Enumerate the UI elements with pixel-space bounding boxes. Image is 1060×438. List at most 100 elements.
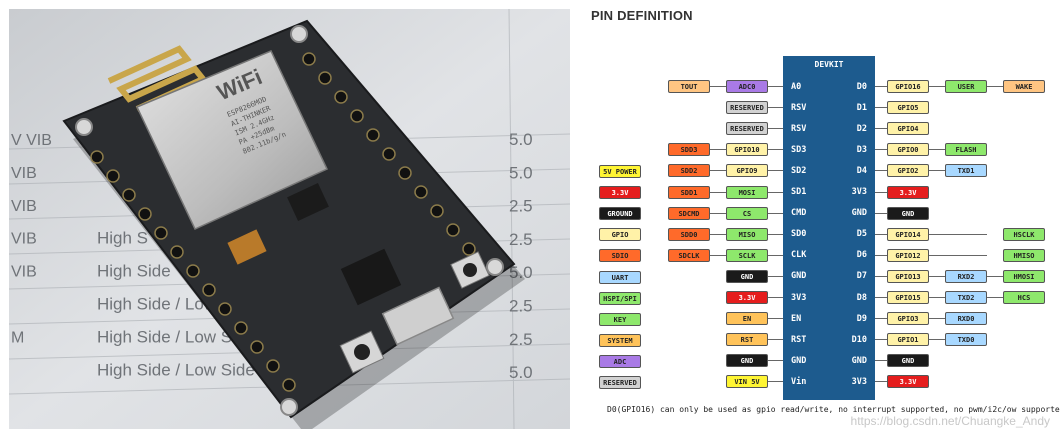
pin-function-tag: GND [726,269,768,283]
connector-line [768,128,783,130]
pin-label-right: D1 [856,102,867,113]
pin-function-tag: TOUT [668,80,710,93]
pin-function-tag: SDD1 [668,185,710,199]
pin-label-left: GND [791,271,807,282]
pin-function-tag: GPIO1 [887,333,929,347]
pin-function-tag: RXD0 [945,312,987,326]
pin-label-left: Vin [791,376,807,387]
paper-text-mid: High Side / Low Side [97,360,255,379]
legend-item: RESERVED [599,376,641,389]
pin-function-tag: RESERVED [726,122,768,136]
pin-function-tag: GPIO10 [726,143,768,157]
pin-function-tag: GND [887,354,929,368]
pin-function-tag: TXD1 [945,164,987,178]
pin-function-tag: SCLK [726,248,768,262]
pin-label-right: D9 [856,313,867,324]
pin-label-right: GND [851,355,867,366]
pin-function-tag: GPIO5 [887,101,929,115]
pin-function-tag: HCS [1003,291,1045,304]
connector-line [875,254,987,256]
pin-function-tag: GPIO12 [887,248,929,262]
regulator-chip [287,183,329,221]
pin-label-left: SD2 [791,165,807,176]
pin-function-tag: WAKE [1003,80,1045,93]
paper-text-right: 2.5 [509,197,533,216]
pin-function-tag: GPIO15 [887,291,929,304]
watermark: https://blog.csdn.net/Chuangke_Andy [850,414,1050,428]
pin-function-tag: VIN 5V [726,375,768,389]
legend-item: GROUND [599,207,641,221]
pin-label-right: 3V3 [851,376,867,387]
pin-function-tag: TXD0 [945,333,987,347]
connector-line [875,318,987,320]
pin-function-tag: 3.3V [887,375,929,389]
pin-label-left: 3V3 [791,292,807,303]
pin-label-left: CLK [791,250,807,261]
pin-label-right: D6 [856,250,867,261]
paper-text-mid: High S [97,229,148,248]
pin-function-tag: 3.3V [887,185,929,199]
paper-text-left: VIB [11,198,37,215]
connector-line [768,275,783,277]
pin-function-tag: GPIO14 [887,227,929,241]
pin-label-left: SD3 [791,144,807,155]
pin-label-right: D10 [851,334,867,345]
pin-function-tag: GPIO13 [887,269,929,283]
pin-function-tag: ADC0 [726,80,768,93]
connector-line [768,339,783,341]
legend-item: UART [599,270,641,284]
pin-function-tag: GND [887,206,929,220]
devkit-label: DEVKIT [814,60,844,69]
pin-function-tag: SDCLK [668,248,710,262]
pin-label-right: D5 [856,229,867,240]
pin-label-left: CMD [791,208,807,219]
pin-label-left: RSV [791,123,807,134]
pin-label-left: RSV [791,102,807,113]
pin-label-left: A0 [791,81,802,92]
pin-function-tag: FLASH [945,143,987,157]
pin-function-tag: RESERVED [726,101,768,115]
legend-item: GPIO [599,228,641,242]
paper-text-right: 2.5 [509,330,533,349]
legend-item: HSPI/SPI [599,291,641,305]
paper-text-right: 5.0 [509,163,533,182]
diagram-title: PIN DEFINITION [591,8,693,23]
micro-usb-port [381,286,455,346]
pin-function-tag: GPIO0 [887,143,929,157]
paper-text-mid: High Side / Low [97,295,217,314]
pin-function-tag: SDD3 [668,143,710,157]
connector-line [768,318,783,320]
pin-function-tag: GPIO3 [887,312,929,326]
pin-function-tag: SDD2 [668,164,710,178]
pin-function-tag: USER [945,80,987,93]
pin-label-right: D7 [856,271,867,282]
antenna [107,45,208,112]
legend-item: SDIO [599,249,641,263]
connector-line [768,297,783,298]
pin-function-tag: MOSI [726,185,768,199]
pin-function-tag: HSCLK [1003,227,1045,241]
connector-line [768,381,783,383]
pin-label-left: GND [791,355,807,366]
connector-line [768,107,783,109]
paper-text-right: 5.0 [509,130,533,149]
pin-function-tag: HMISO [1003,248,1045,262]
connector-line [875,149,987,151]
legend-item: 3.3V [599,186,641,200]
pin-function-tag: HMOSI [1003,269,1045,283]
paper-text-left: V VIB [11,132,52,149]
pin-function-tag: SDCMD [668,206,710,220]
pin-label-right: D0 [856,81,867,92]
pin-label-right: D8 [856,292,867,303]
connector-line [768,360,783,362]
legend-item: KEY [599,312,641,326]
devkit-board [783,56,875,400]
pin-function-tag: GND [726,354,768,368]
pin-function-tag: GPIO4 [887,122,929,136]
pin-function-tag: GPIO2 [887,164,929,178]
pin-function-tag: EN [726,312,768,326]
legend-item: 5V POWER [599,165,641,178]
